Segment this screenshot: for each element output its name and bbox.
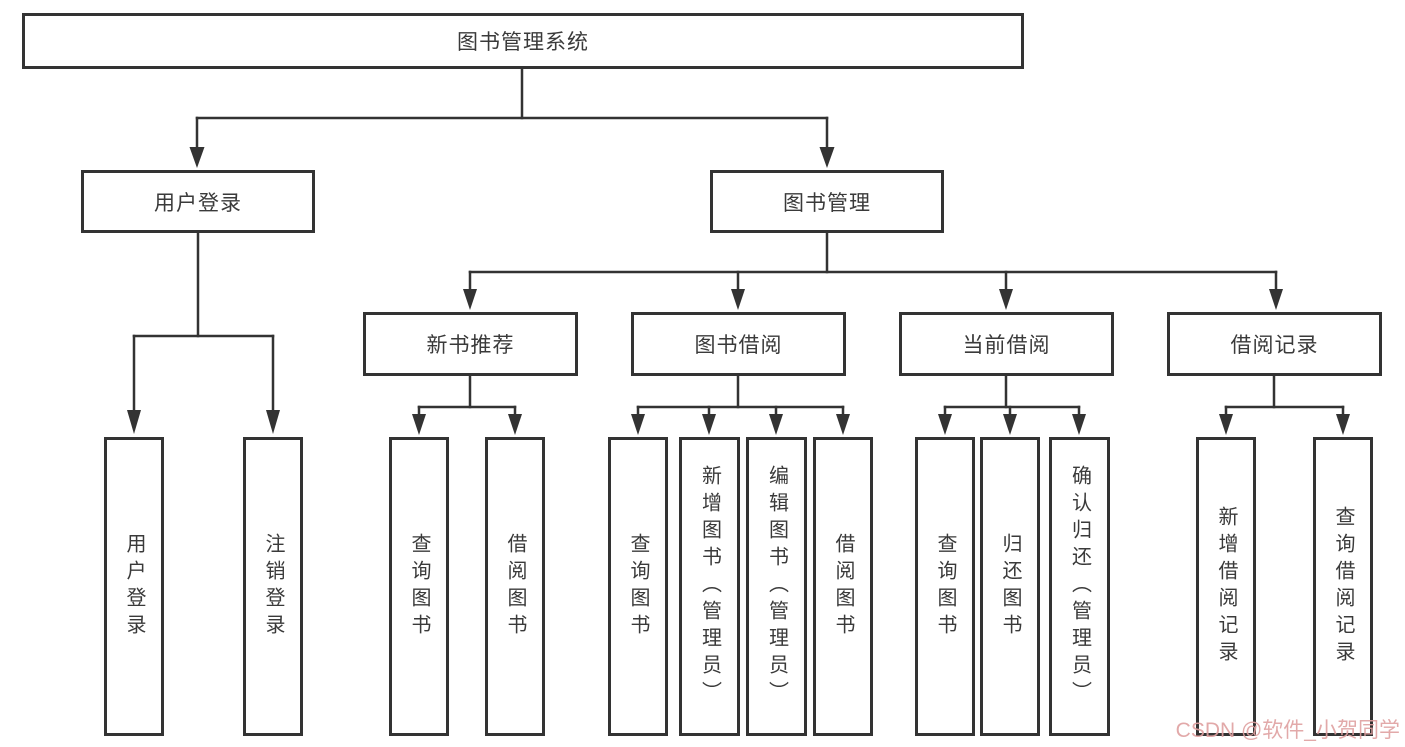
node-new-book-recommendation: 新书推荐 <box>363 312 578 376</box>
leaf-label: 借阅图书 <box>504 532 526 641</box>
leaf-borrow-books-recommend: 借阅图书 <box>485 437 545 736</box>
leaf-query-books-current: 查询图书 <box>915 437 975 736</box>
leaf-label: 查询图书 <box>627 532 649 641</box>
leaf-query-books-recommend: 查询图书 <box>389 437 449 736</box>
leaf-label: 查询图书 <box>408 532 430 641</box>
node-label: 新书推荐 <box>426 334 515 357</box>
leaf-label: 借阅图书 <box>832 532 854 641</box>
leaf-label: 查询借阅记录 <box>1332 505 1354 668</box>
leaf-user-login: 用户登录 <box>104 437 164 736</box>
watermark-text: CSDN @软件_小贺同学 <box>1175 719 1400 742</box>
leaf-borrow-books: 借阅图书 <box>813 437 873 736</box>
leaf-query-books-borrowing: 查询图书 <box>608 437 668 736</box>
node-library-management-system: 图书管理系统 <box>22 13 1024 69</box>
arrowhead-icons <box>127 147 1350 435</box>
node-current-borrowing: 当前借阅 <box>899 312 1114 376</box>
node-borrowing-records: 借阅记录 <box>1167 312 1382 376</box>
leaf-label: 用户登录 <box>123 532 145 641</box>
node-user-login: 用户登录 <box>81 170 315 233</box>
node-label: 图书借阅 <box>694 334 783 357</box>
node-label: 图书管理 <box>783 191 871 215</box>
leaf-label: 确认归还（管理员） <box>1068 465 1091 708</box>
leaf-confirm-return-admin: 确认归还（管理员） <box>1049 437 1110 736</box>
leaf-add-borrow-record: 新增借阅记录 <box>1196 437 1256 736</box>
leaf-edit-books-admin: 编辑图书（管理员） <box>746 437 807 736</box>
leaf-query-borrow-record: 查询借阅记录 <box>1313 437 1373 736</box>
node-book-borrowing: 图书借阅 <box>631 312 846 376</box>
leaf-label: 注销登录 <box>262 532 284 641</box>
node-label: 用户登录 <box>154 191 242 215</box>
leaf-return-books: 归还图书 <box>980 437 1040 736</box>
leaf-logout: 注销登录 <box>243 437 303 736</box>
leaf-label: 归还图书 <box>999 532 1021 641</box>
node-book-management: 图书管理 <box>710 170 944 233</box>
leaf-label: 新增图书（管理员） <box>698 465 721 708</box>
leaf-label: 新增借阅记录 <box>1215 505 1237 668</box>
node-label: 借阅记录 <box>1230 334 1319 357</box>
node-label: 当前借阅 <box>962 334 1051 357</box>
leaf-label: 查询图书 <box>934 532 956 641</box>
leaf-add-books-admin: 新增图书（管理员） <box>679 437 740 736</box>
node-label: 图书管理系统 <box>457 31 589 54</box>
leaf-label: 编辑图书（管理员） <box>765 465 788 708</box>
